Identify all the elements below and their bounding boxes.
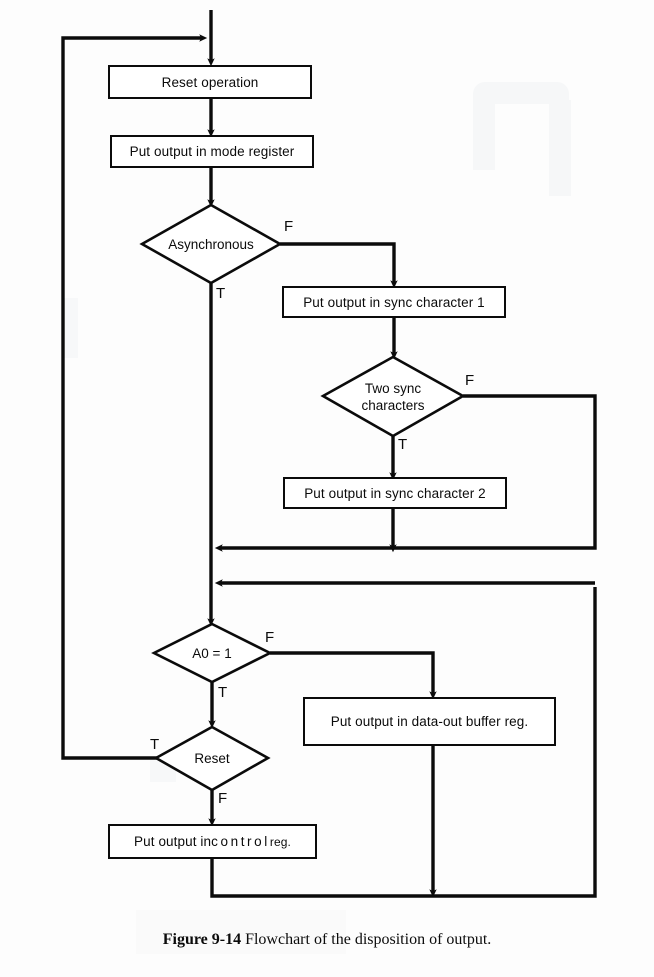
branch-label-asynchronous-false: F — [284, 218, 294, 235]
node-sync-character-2[interactable]: Put output in sync character 2 — [283, 477, 507, 509]
branch-label-a0-false: F — [265, 629, 275, 646]
node-label: Put output in data-out buffer reg. — [330, 714, 529, 729]
node-label-spaced: control — [211, 834, 270, 849]
node-control-register[interactable]: Put output in control reg. — [108, 824, 317, 859]
node-label: Put output in sync character 1 — [303, 294, 485, 310]
branch-label-reset-false: F — [218, 790, 228, 807]
branch-label-two-sync-false: F — [465, 372, 475, 389]
node-data-out-buffer[interactable]: Put output in data-out buffer reg. — [303, 697, 556, 746]
branch-label-asynchronous-true: T — [216, 285, 226, 302]
branch-label-a0-true: T — [218, 684, 228, 701]
node-mode-register[interactable]: Put output in mode register — [110, 135, 314, 168]
branch-label-reset-true: T — [150, 736, 160, 753]
node-label: Reset operation — [161, 74, 259, 90]
branch-label-two-sync-true: T — [398, 436, 408, 453]
figure-caption: Figure 9-14 Flowchart of the disposition… — [0, 931, 654, 949]
node-reset-operation[interactable]: Reset operation — [108, 65, 312, 99]
figure-caption-text: Flowchart of the disposition of output. — [245, 931, 492, 948]
node-label-pre: Put output in — [134, 834, 212, 849]
node-sync-character-1[interactable]: Put output in sync character 1 — [282, 286, 506, 318]
figure-caption-label: Figure 9-14 — [162, 931, 242, 948]
node-label-post: reg. — [269, 834, 291, 849]
node-label: Put output in mode register — [129, 144, 295, 159]
node-label: Put output in sync character 2 — [304, 485, 486, 501]
